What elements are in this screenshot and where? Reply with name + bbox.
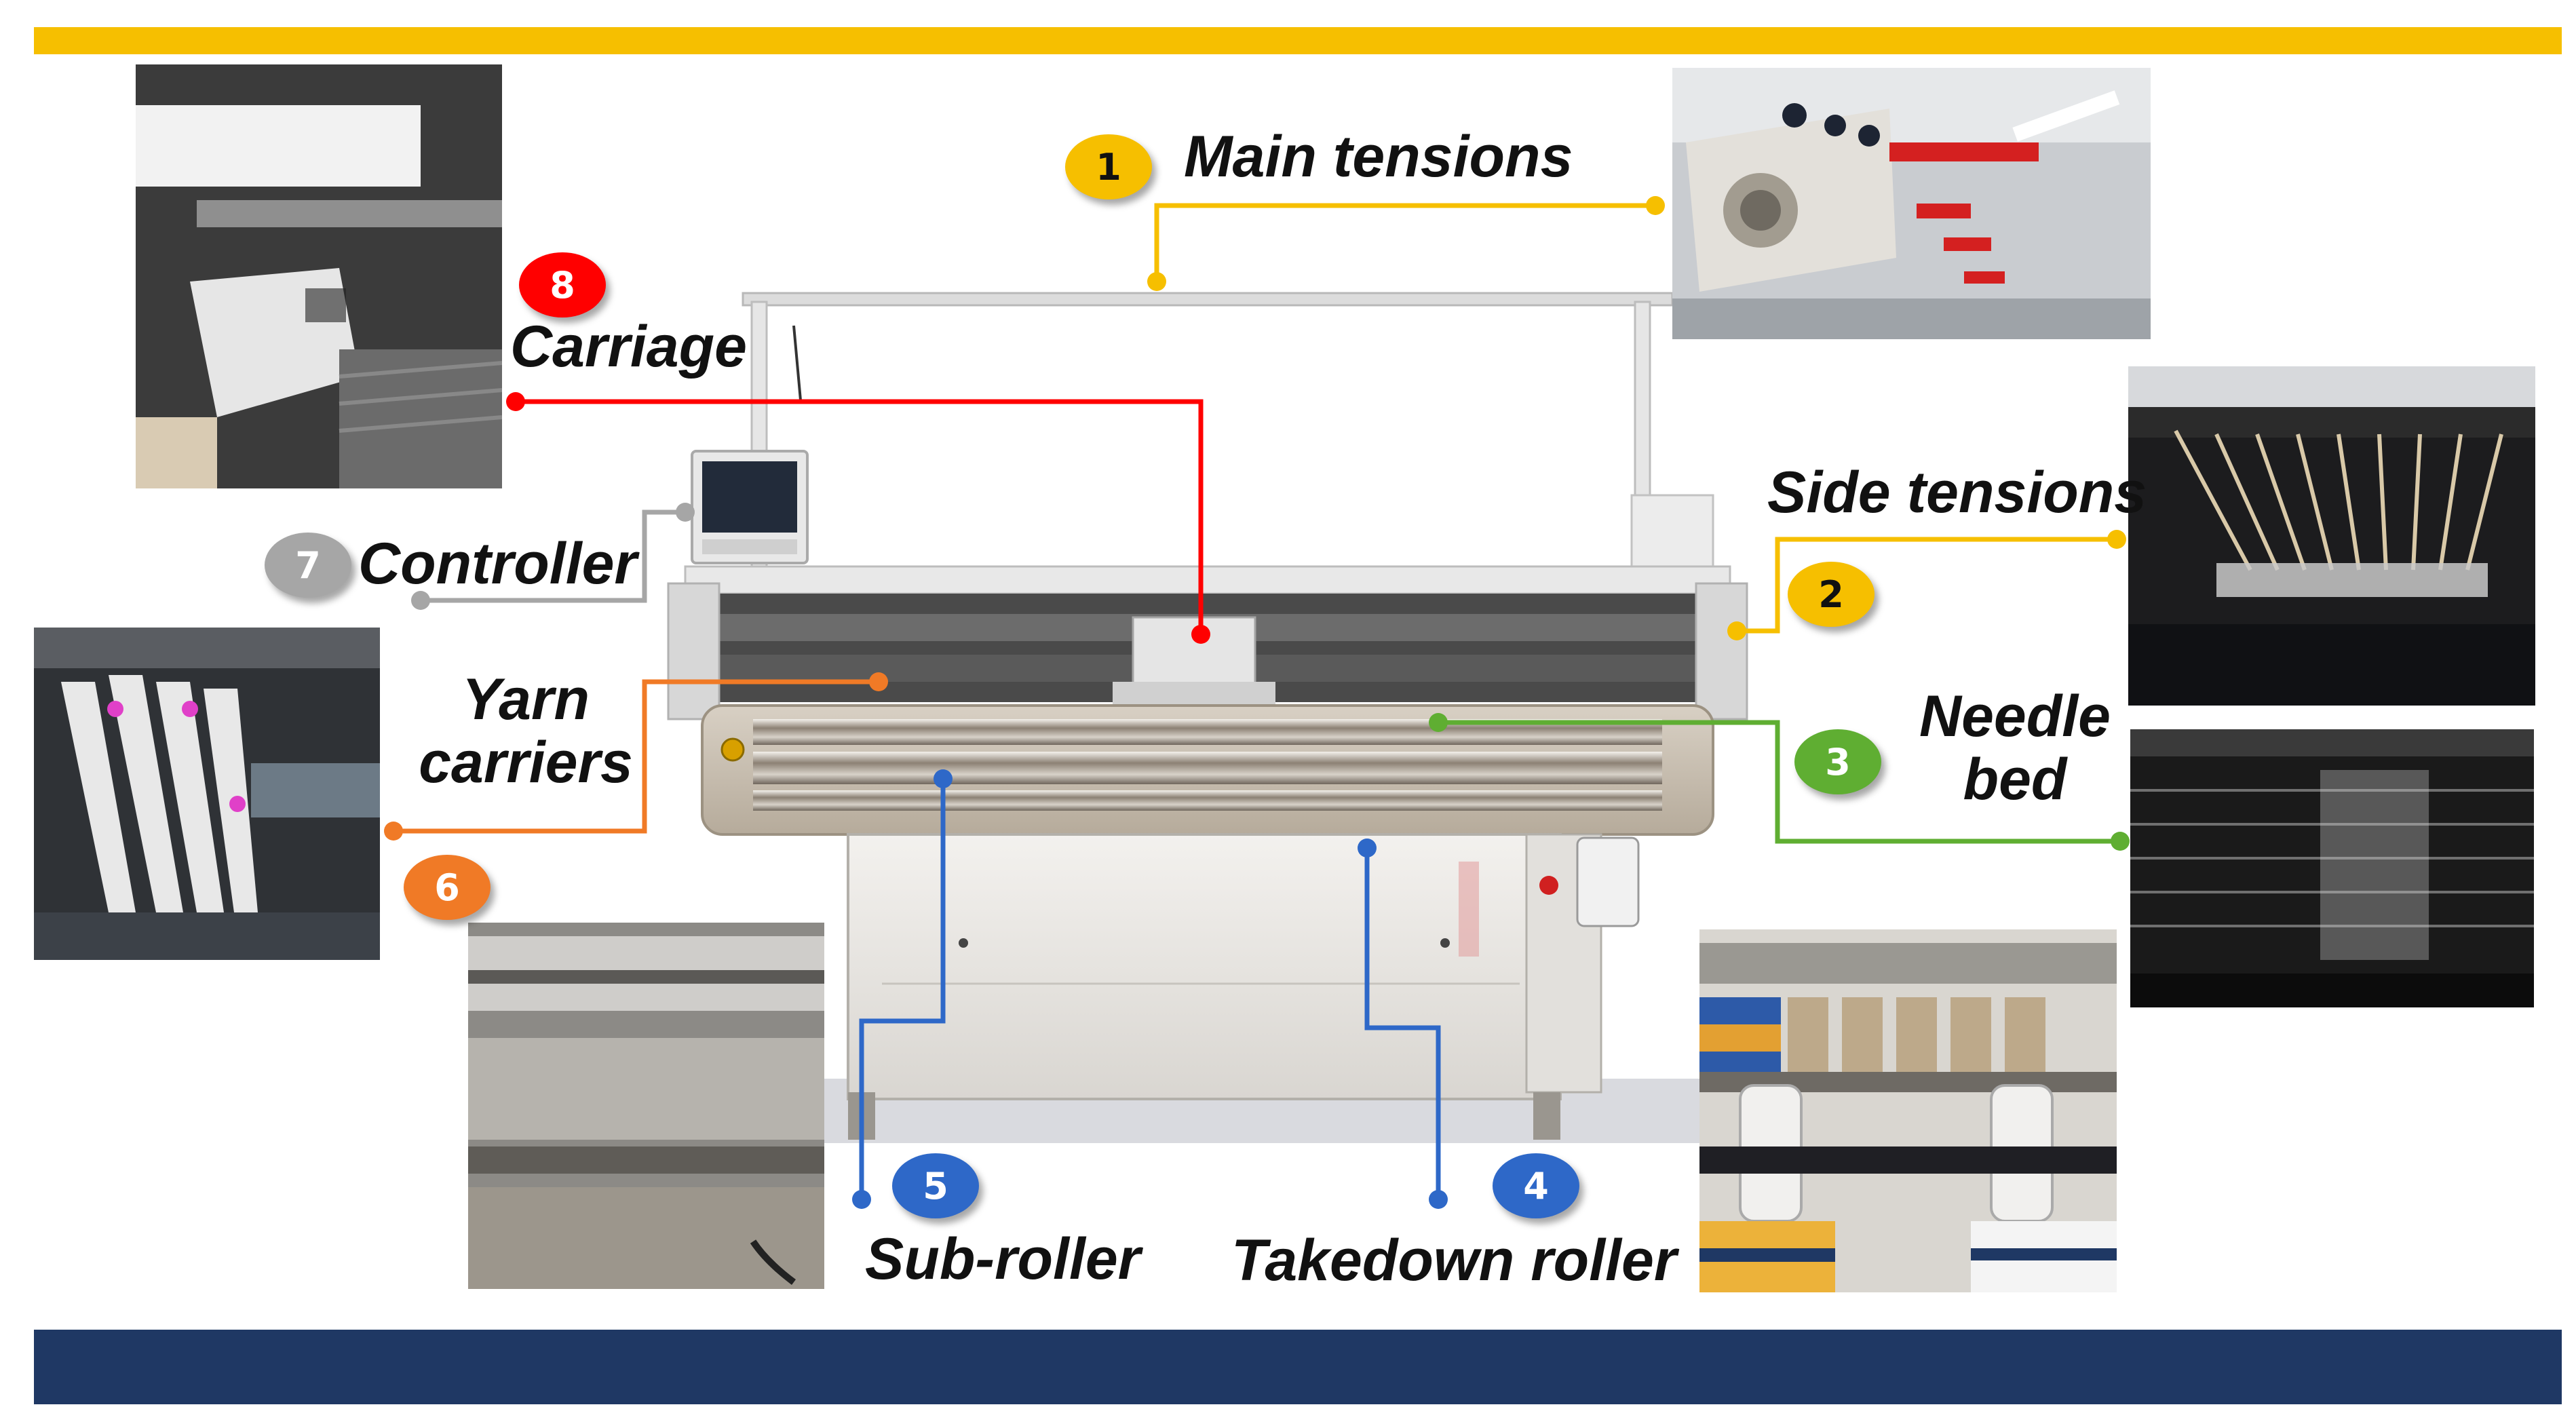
takedown-roller-photo	[1699, 929, 2117, 1292]
badge-carriage: 8	[519, 252, 606, 317]
sub-roller-photo	[468, 923, 824, 1289]
label-controller: Controller	[358, 531, 637, 596]
label-needle-bed-line1: Needle	[1919, 684, 2111, 749]
badge-takedown-roller: 4	[1493, 1153, 1579, 1218]
main-tensions-photo	[1672, 68, 2151, 339]
badge-controller: 7	[265, 533, 351, 598]
label-carriage: Carriage	[510, 314, 747, 379]
side-tensions-photo	[2128, 366, 2535, 706]
carriage-photo	[136, 64, 502, 488]
label-yarn-carriers-line1: Yarn	[462, 667, 590, 732]
label-side-tensions: Side tensions	[1767, 460, 2147, 525]
label-yarn-carriers: Yarn carriers	[414, 668, 638, 794]
label-needle-bed: Needle bed	[1900, 685, 2130, 811]
badge-yarn-carriers: 6	[404, 855, 491, 920]
label-takedown-roller: Takedown roller	[1231, 1228, 1677, 1293]
badge-needle-bed: 3	[1794, 729, 1881, 794]
top-accent-bar	[34, 27, 2562, 54]
badge-main-tensions: 1	[1065, 134, 1152, 199]
label-sub-roller: Sub-roller	[865, 1227, 1141, 1292]
badge-side-tensions: 2	[1788, 562, 1875, 627]
yarn-carriers-photo	[34, 628, 380, 960]
needle-bed-photo	[2130, 729, 2534, 1007]
connector-takedown-roller	[1364, 848, 1441, 1199]
badge-sub-roller: 5	[892, 1153, 979, 1218]
label-main-tensions: Main tensions	[1184, 124, 1573, 189]
bottom-banner	[34, 1330, 2562, 1404]
connector-controller	[421, 509, 685, 603]
label-yarn-carriers-line2: carriers	[419, 729, 633, 795]
connector-yarn-carriers	[393, 679, 879, 834]
connector-side-tensions	[1737, 537, 2117, 634]
connector-sub-roller	[859, 779, 946, 1199]
label-needle-bed-line2: bed	[1963, 746, 2067, 812]
connector-carriage	[516, 399, 1204, 634]
connector-needle-bed	[1438, 720, 2120, 844]
connector-main-tensions	[1154, 203, 1655, 282]
